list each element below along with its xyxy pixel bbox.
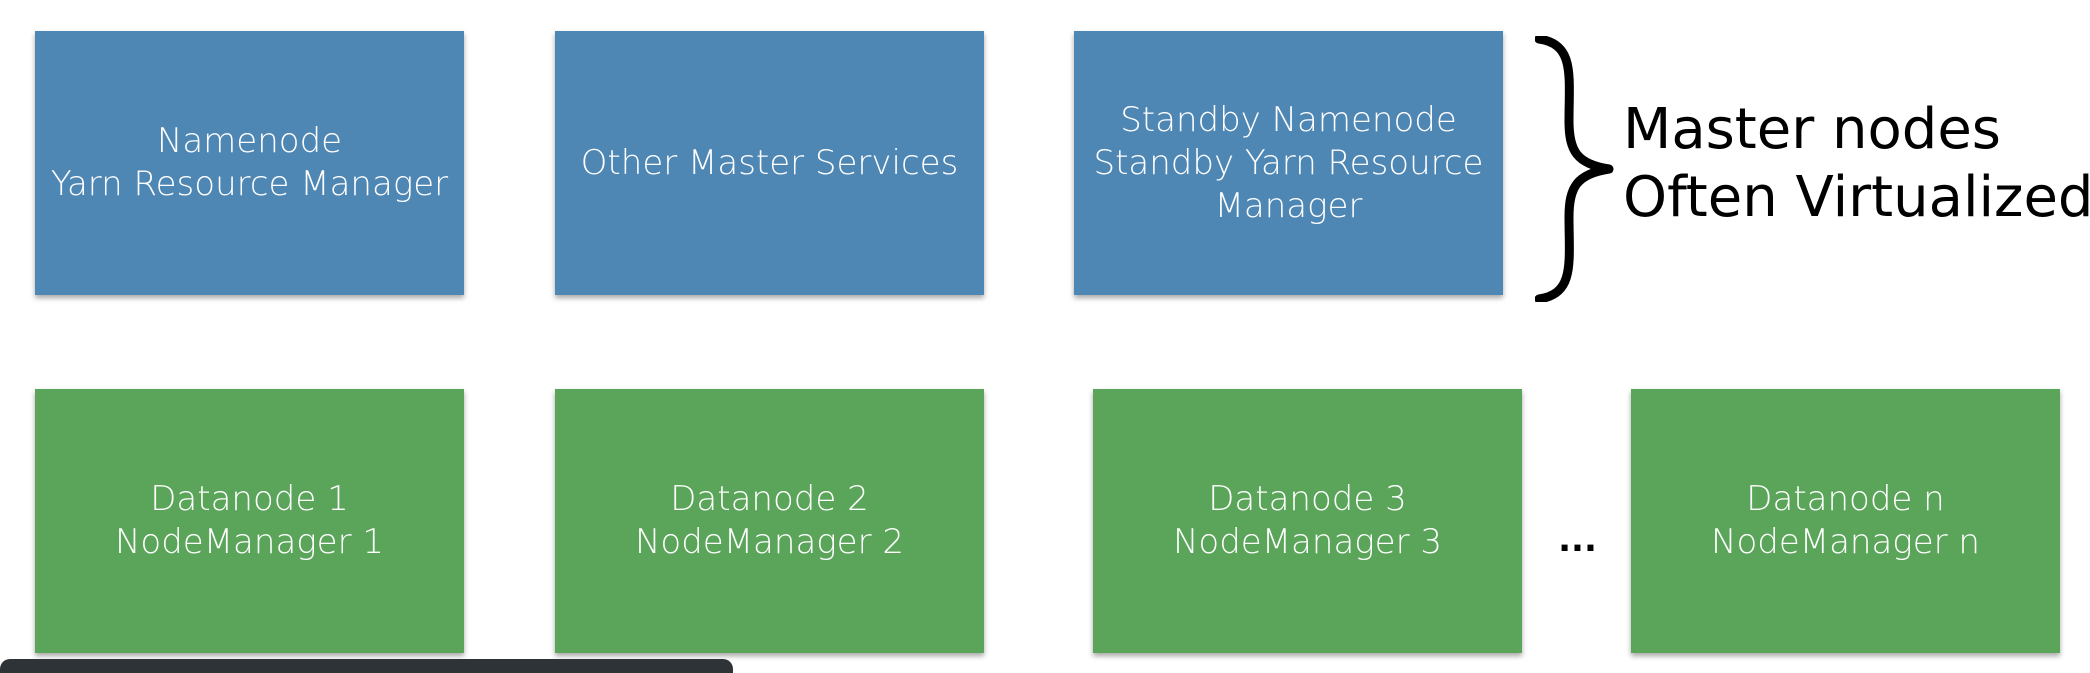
- master-node-box-2: Other Master Services: [555, 31, 984, 295]
- master-node-box-3: Standby Namenode Standby Yarn Resource M…: [1074, 31, 1503, 295]
- master-node-2-line-1: Other Master Services: [580, 142, 959, 183]
- data-node-3-line-1: Datanode 3: [1208, 479, 1407, 519]
- master-node-1-line-2: Yarn Resource Manager: [50, 164, 449, 204]
- data-node-2-line-1: Datanode 2: [670, 479, 869, 519]
- annotation-line-1: Master nodes: [1623, 97, 2001, 162]
- data-node-box-2: Datanode 2 NodeManager 2: [555, 389, 984, 653]
- bottom-overlay-bar: [0, 659, 733, 673]
- master-node-3-line-2: Standby Yarn Resource: [1093, 142, 1484, 183]
- data-node-box-1: Datanode 1 NodeManager 1: [35, 389, 464, 653]
- master-node-3-line-1: Standby Namenode: [1120, 99, 1457, 140]
- annotation-line-2: Often Virtualized: [1623, 165, 2090, 230]
- more-nodes-ellipsis: ...: [1558, 520, 1597, 560]
- master-node-3-line-3: Manager: [1214, 185, 1363, 226]
- curly-brace-icon: [1535, 36, 1614, 302]
- data-node-1-line-2: NodeManager 1: [114, 522, 385, 562]
- master-nodes-annotation: Master nodes Often Virtualized: [1623, 96, 2090, 232]
- data-node-n-line-1: Datanode n: [1746, 479, 1945, 519]
- master-node-1-line-1: Namenode: [156, 121, 343, 161]
- data-node-2-line-2: NodeManager 2: [634, 522, 905, 562]
- data-node-box-n: Datanode n NodeManager n: [1631, 389, 2060, 653]
- data-node-1-line-1: Datanode 1: [150, 479, 349, 519]
- data-node-box-3: Datanode 3 NodeManager 3: [1093, 389, 1522, 653]
- data-node-n-line-2: NodeManager n: [1711, 522, 1980, 562]
- data-node-3-line-2: NodeManager 3: [1172, 522, 1443, 562]
- master-node-box-1: Namenode Yarn Resource Manager: [35, 31, 464, 295]
